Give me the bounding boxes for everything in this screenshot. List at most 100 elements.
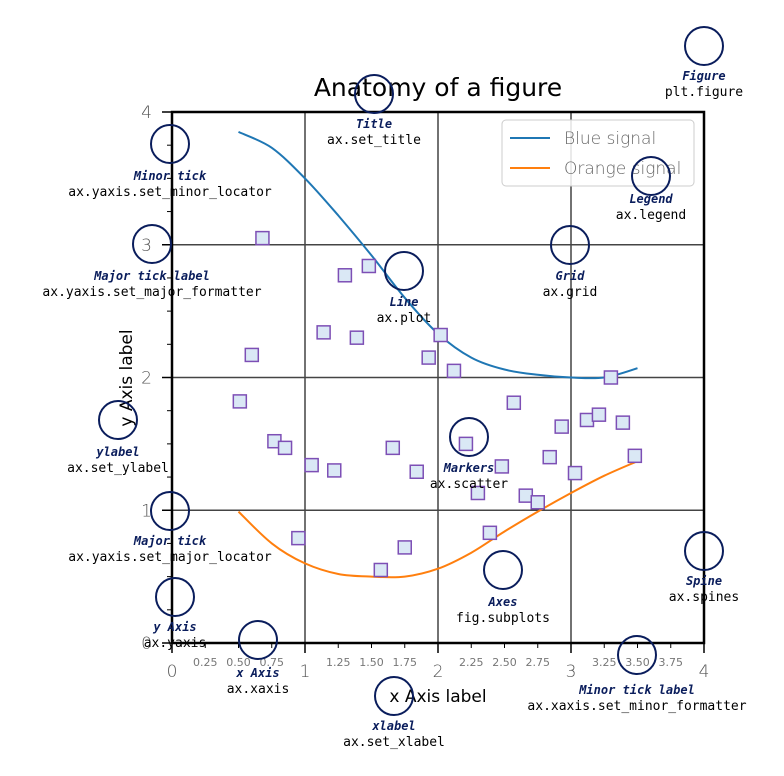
y-major-tick-label: 1 [141, 501, 152, 521]
x-minor-tick-label: 2.75 [526, 656, 551, 669]
callout-circle-axes [483, 550, 523, 590]
scatter-marker [349, 330, 365, 345]
scatter-marker [542, 449, 557, 465]
callout-code-xlabel: ax.set_xlabel [343, 735, 445, 750]
callout-name-axes: Axes [488, 595, 518, 609]
scatter-marker [518, 488, 534, 503]
scatter-marker [421, 350, 436, 365]
legend-orange-label: Orange signal [564, 159, 681, 179]
callout-name-major-tick-label: Major tick label [93, 269, 210, 283]
callout-circle-line [384, 251, 424, 291]
scatter-marker [554, 419, 569, 434]
scatter-marker [567, 465, 583, 481]
callout-name-legend: Legend [629, 192, 673, 206]
x-minor-tick-label: 3.50 [625, 656, 650, 669]
axis-ticks [162, 111, 705, 653]
callout-circle-y-axis [155, 577, 195, 617]
callout-circle-markers [449, 417, 489, 457]
legend-box [501, 119, 695, 187]
callout-code-minor-tick: ax.yaxis.set_minor_locator [68, 185, 272, 200]
callout-name-line: Line [390, 295, 419, 309]
x-minor-tick-label: 2.50 [492, 656, 517, 669]
callout-code-markers: ax.scatter [430, 477, 508, 492]
scatter-marker [446, 363, 462, 379]
callout-name-ylabel: ylabel [95, 445, 139, 459]
callout-circle-figure [684, 26, 724, 66]
x-minor-tick-label: 0.75 [260, 656, 285, 669]
scatter-marker [530, 495, 545, 510]
scatter-marker [506, 395, 522, 410]
x-minor-tick-label: 3.75 [659, 656, 684, 669]
callout-circle-grid [550, 225, 590, 265]
x-major-tick-label: 0 [167, 662, 178, 682]
callout-code-minor-tick-label: ax.xaxis.set_minor_formatter [527, 699, 746, 714]
x-minor-tick-label: 1.25 [326, 656, 351, 669]
callout-code-major-tick-label: ax.yaxis.set_major_formatter [42, 285, 261, 300]
callout-code-major-tick: ax.yaxis.set_major_locator [68, 550, 272, 565]
callout-code-axes: fig.subplots [456, 611, 550, 626]
x-minor-tick-label: 0.50 [226, 656, 251, 669]
scatter-marker [255, 230, 270, 246]
scatter-marker [397, 540, 412, 555]
scatter-marker [327, 463, 342, 478]
callout-code-spine: ax.spines [669, 590, 739, 605]
callout-circle-minor-tick-label [617, 635, 657, 675]
scatter-marker [277, 440, 293, 456]
scatter-markers [232, 230, 643, 578]
scatter-marker [291, 530, 306, 546]
callout-code-x-axis: ax.xaxis [227, 682, 290, 697]
legend: Blue signal Orange signal [501, 119, 695, 187]
scatter-marker [433, 327, 448, 343]
scatter-marker [337, 268, 353, 283]
callout-code-ylabel: ax.set_ylabel [67, 461, 169, 476]
chart-title: Anatomy of a figure [314, 73, 562, 102]
scatter-marker [361, 258, 377, 274]
callout-circle-x-axis [238, 620, 278, 660]
x-major-tick-label: 1 [300, 662, 311, 682]
callout-circle-spine [684, 531, 724, 571]
scatter-marker [304, 457, 319, 473]
callout-circle-major-tick-label [132, 224, 172, 264]
x-major-tick-label: 3 [566, 662, 577, 682]
callout-code-title: ax.set_title [327, 133, 421, 148]
callout-name-spine: Spine [686, 574, 722, 588]
callout-code-legend: ax.legend [616, 208, 686, 223]
callout-name-x-axis: x Axis [235, 666, 279, 680]
callout-code-line: ax.plot [377, 311, 432, 326]
scatter-marker [494, 459, 510, 474]
orange-signal-line [237, 460, 638, 579]
callout-name-figure: Figure [682, 69, 725, 83]
scatter-marker [385, 440, 401, 456]
callout-name-major-tick: Major tick [133, 534, 207, 548]
x-minor-tick-label: 2.25 [459, 656, 484, 669]
callout-name-minor-tick-label: Minor tick label [578, 683, 695, 697]
scatter-marker [579, 412, 595, 428]
x-minor-tick-label: 0.25 [193, 656, 218, 669]
x-axis-label: x Axis label [389, 687, 486, 707]
y-major-tick-label: 2 [141, 369, 152, 389]
x-minor-tick-label: 1.75 [393, 656, 418, 669]
x-major-tick-label: 2 [433, 662, 444, 682]
y-major-tick-label: 0 [141, 634, 152, 654]
y-axis-label: y Axis label [117, 329, 137, 426]
callout-name-minor-tick: Minor tick [133, 169, 207, 183]
scatter-marker [591, 407, 607, 422]
scatter-marker [615, 415, 631, 430]
callout-code-figure: plt.figure [665, 85, 743, 100]
callout-circle-major-tick [150, 491, 190, 531]
callout-circle-ylabel [98, 400, 138, 440]
callout-name-title: Title [356, 117, 392, 131]
scatter-marker [627, 448, 643, 464]
x-minor-tick-label: 1.50 [359, 656, 384, 669]
x-major-tick-label: 4 [699, 662, 710, 682]
callout-name-y-axis: y Axis [152, 620, 196, 634]
callout-code-y-axis: ax.yaxis [144, 636, 207, 651]
callout-code-grid: ax.grid [543, 285, 598, 300]
scatter-marker [482, 525, 498, 541]
callout-circle-title [354, 74, 394, 114]
scatter-marker [232, 394, 248, 409]
scatter-marker [470, 485, 486, 501]
